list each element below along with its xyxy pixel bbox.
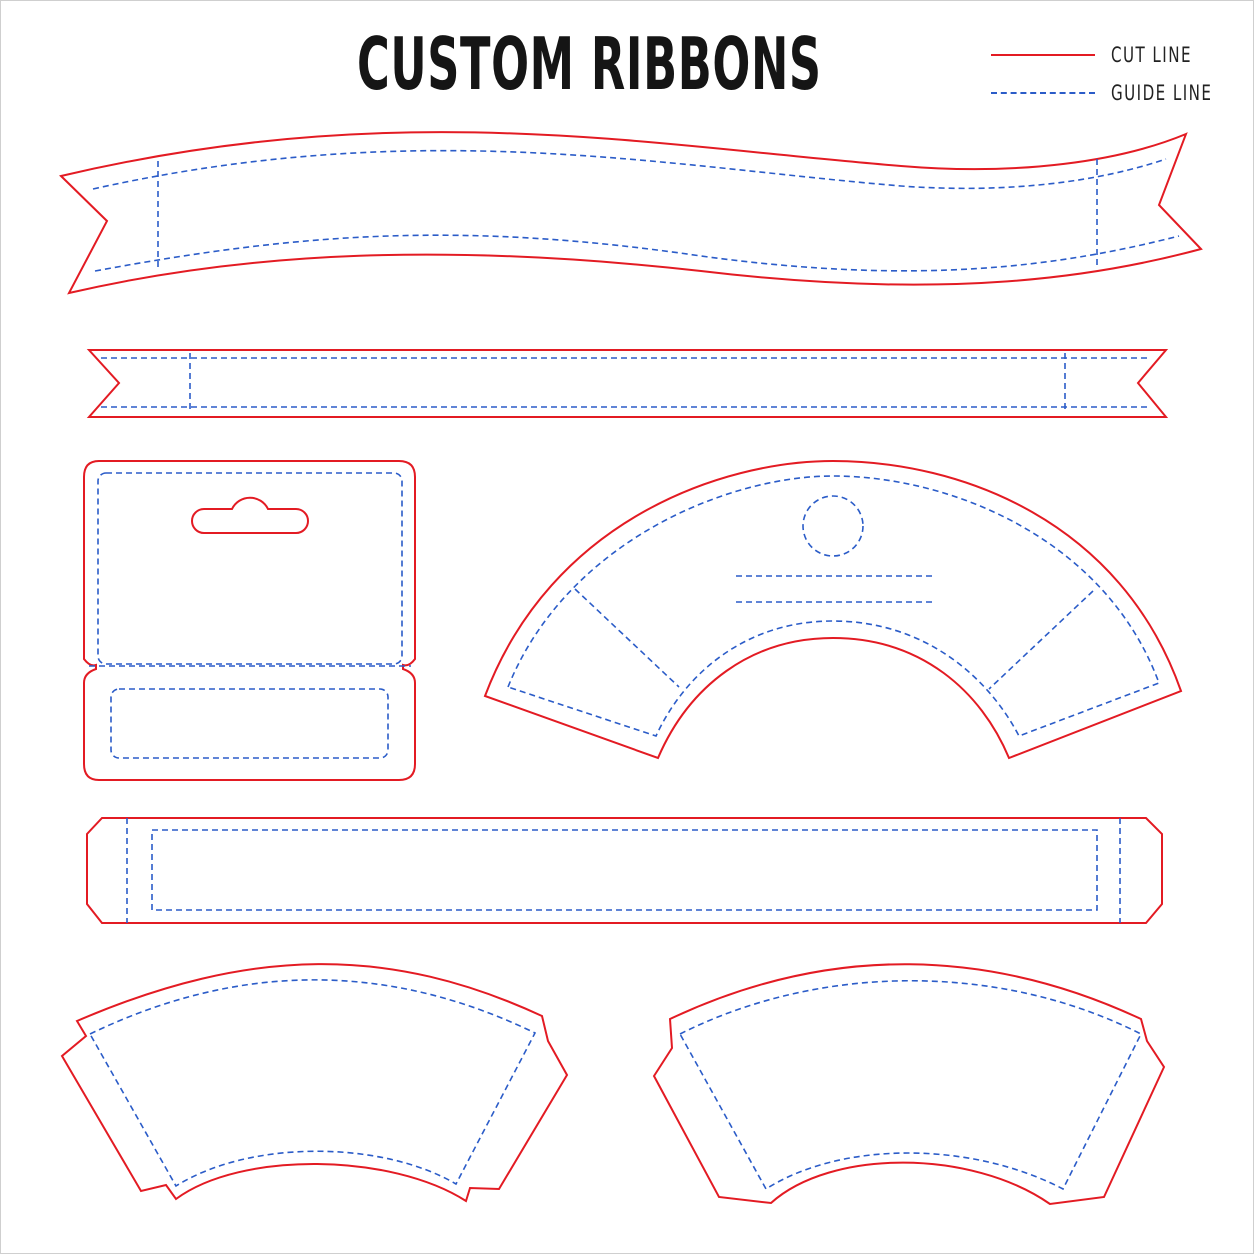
curved-sleeve-right-cut-line [652,963,1166,1206]
hang-tag-hang-hole [191,496,309,534]
fan-arch-fold-right [988,590,1094,690]
fan-arch-ribbon [483,459,1183,760]
wavy-banner-cut-line [59,131,1203,295]
rectangular-band-guide-inner [151,829,1098,911]
guide-line-label: GUIDE LINE [1111,81,1213,105]
straight-banner-cut-line [86,349,1169,418]
wavy-banner-guide-bottom [94,234,1180,272]
fan-arch-fold-left [574,588,680,688]
hang-tag-guide-lower [110,688,389,759]
curved-sleeve-left [60,963,569,1203]
hang-tag-card [83,460,416,781]
guide-line-swatch [991,92,1095,94]
curved-sleeve-right-guide [678,980,1143,1191]
straight-banner-ribbon [86,349,1169,418]
wavy-banner-guide-top [92,149,1167,190]
cut-line-swatch [991,54,1095,56]
cut-line-label: CUT LINE [1111,43,1192,67]
wavy-banner-ribbon [59,131,1203,295]
hang-tag-guide-upper [97,472,403,665]
rectangular-band-cut-line [86,817,1163,924]
fan-arch-guide-circle [802,495,864,557]
curved-sleeve-left-guide [88,979,537,1188]
legend-guide-line: GUIDE LINE [991,79,1231,107]
hang-tag-cut-line [83,460,416,781]
curved-sleeve-left-cut-line [60,963,569,1203]
legend-cut-line: CUT LINE [991,41,1231,69]
fan-arch-cut-line [483,459,1183,760]
fan-arch-guide-outline [506,475,1161,737]
rectangular-band [86,817,1163,924]
curved-sleeve-right [652,963,1166,1206]
